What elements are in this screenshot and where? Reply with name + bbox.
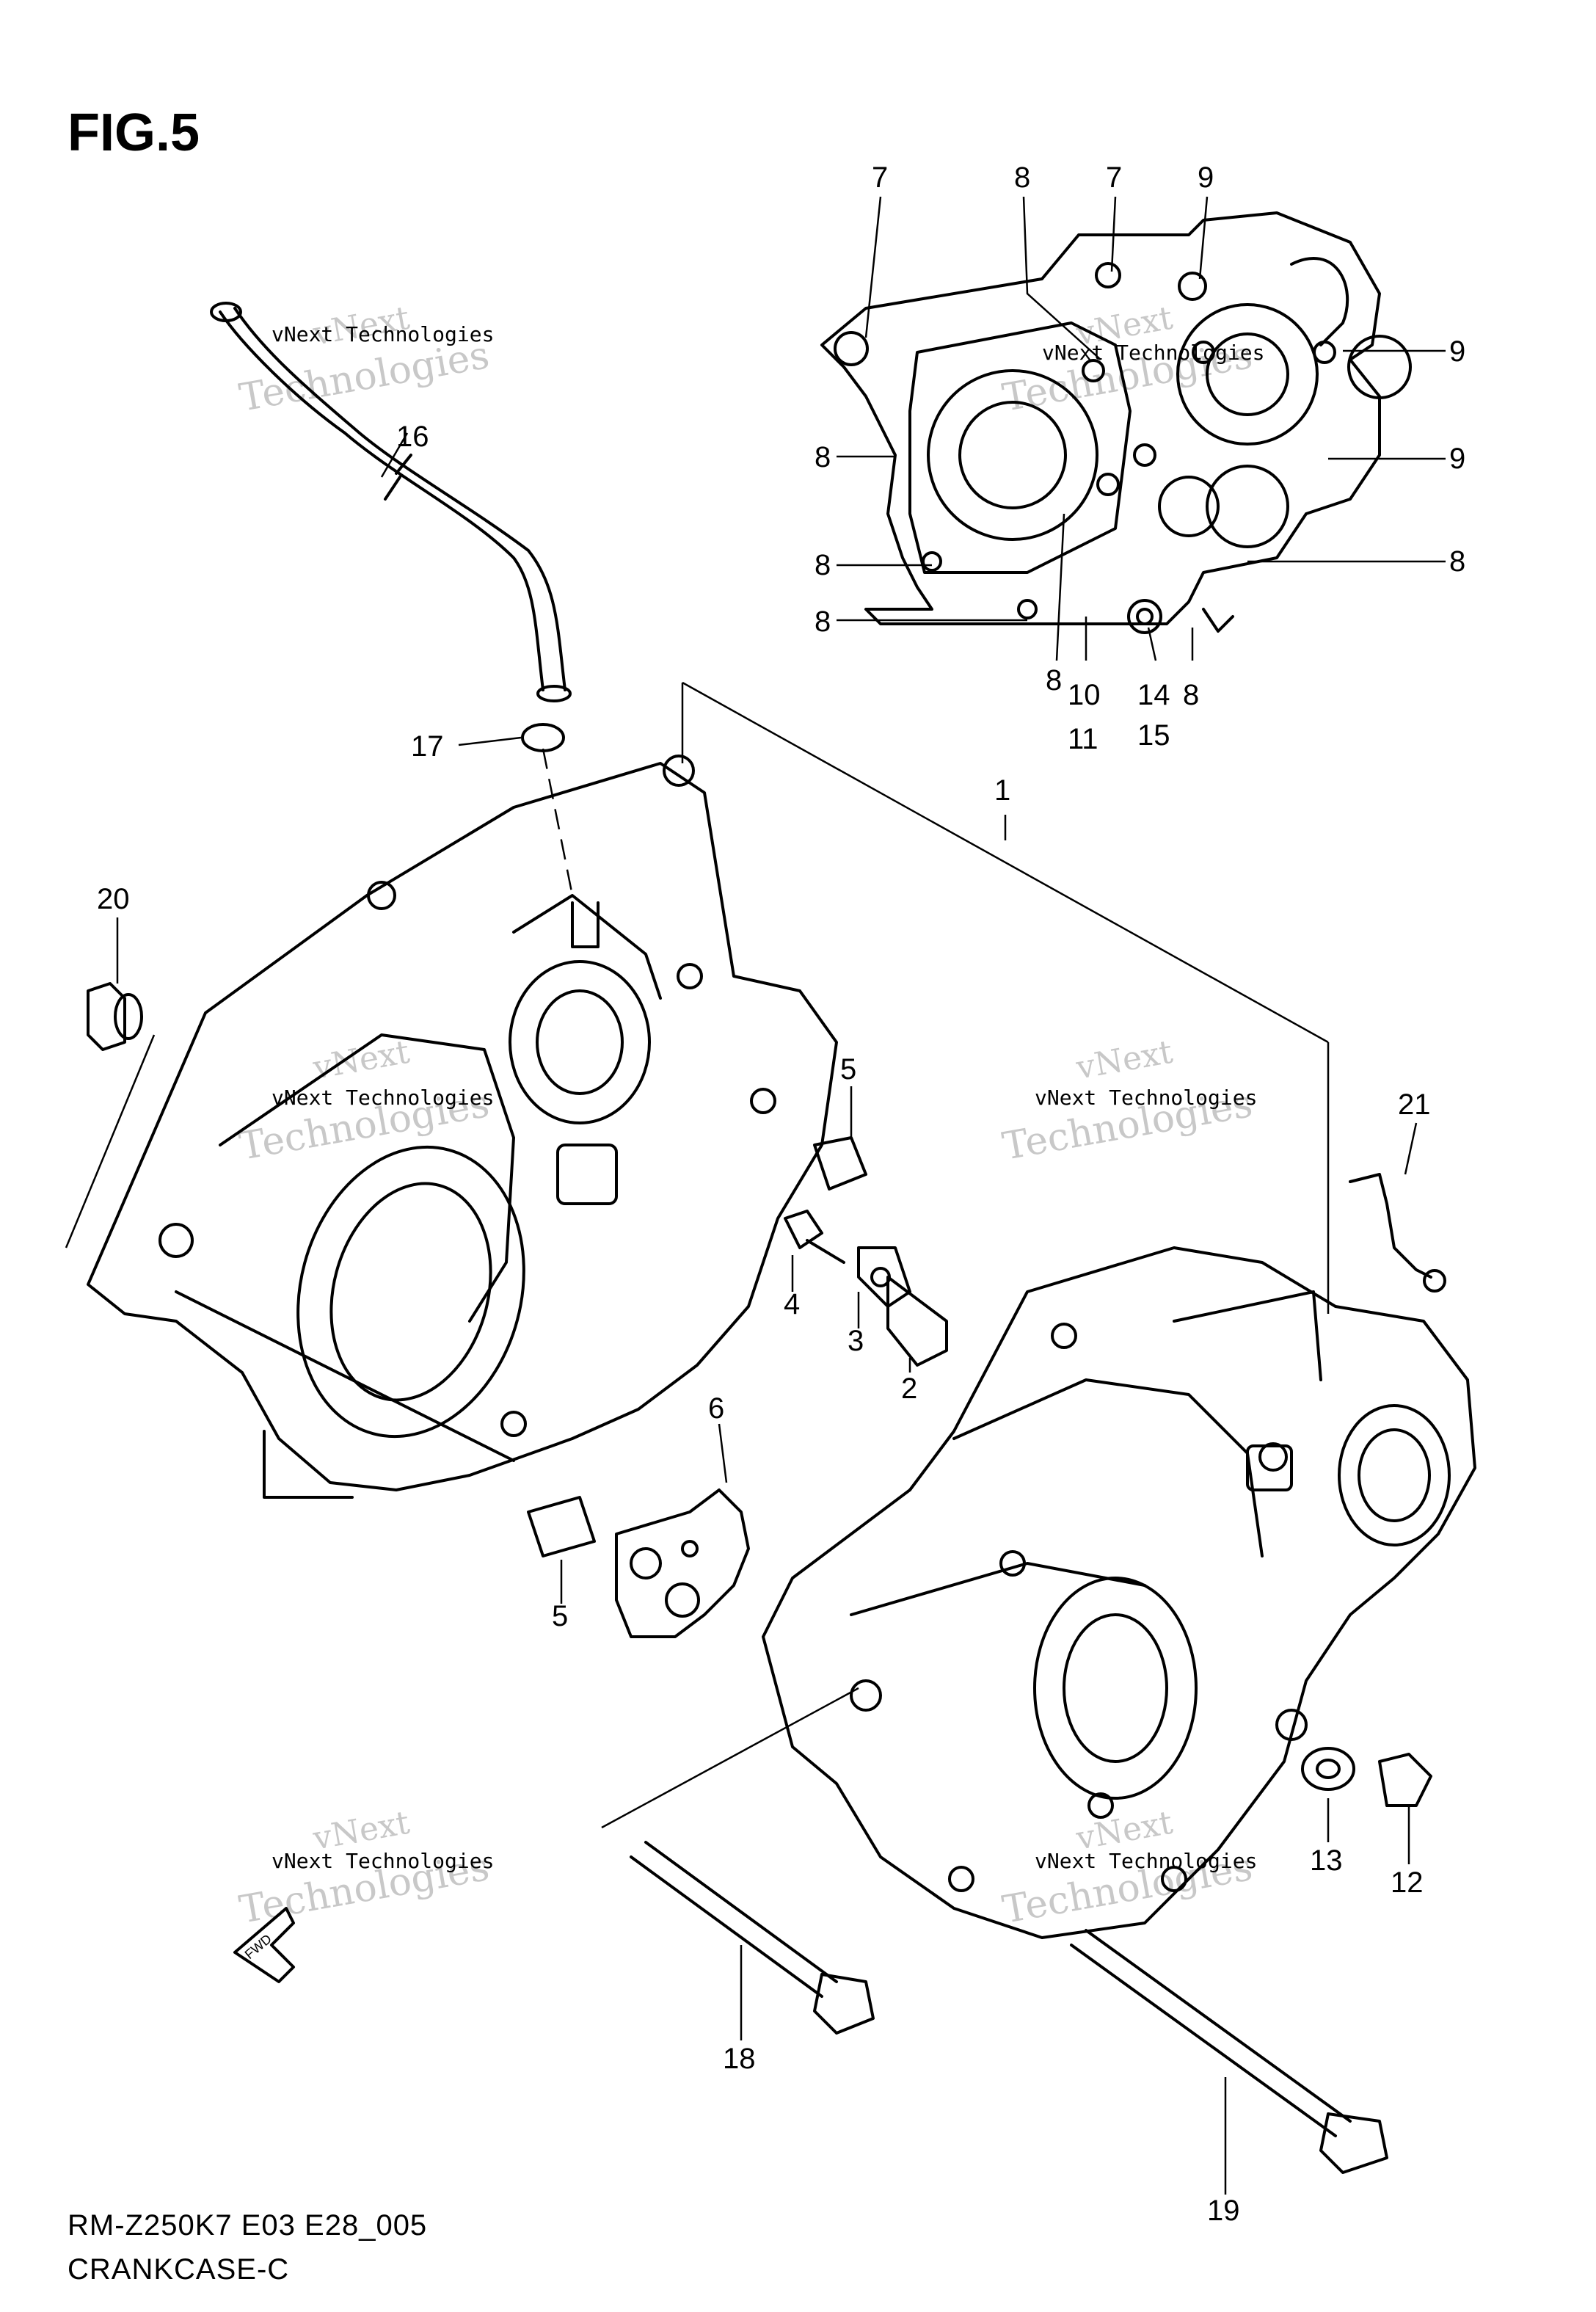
callout-9: 9 [1449,335,1465,368]
left-crankcase-half [87,755,838,1499]
bolt-part-19 [1085,1929,1352,2123]
bolt-19-head [1319,2112,1388,2174]
callout-4: 4 [784,1288,800,1320]
bolt-shank [806,1239,845,1264]
watermark-company: vNext Technologies [1042,341,1264,365]
nut-washer [114,993,143,1040]
fwd-label: FWD [242,1931,274,1962]
callout-13: 13 [1310,1844,1343,1877]
hose-cut [395,454,412,475]
leader-line [601,1687,859,1829]
callout-8: 8 [1183,679,1199,711]
hose-end [536,685,572,702]
bolt-part-18 [630,1855,823,1998]
callout-3: 3 [848,1325,864,1357]
callout-8: 8 [815,606,831,638]
callout-10: 10 [1068,679,1101,711]
callout-5: 5 [840,1053,856,1086]
callout-20: 20 [97,883,130,915]
callout-9: 9 [1449,443,1465,475]
right-crankcase-half [762,1246,1476,1939]
crankcase-gasket [615,1488,750,1638]
assembly-bracket-line [682,681,1329,1044]
watermark-group: vNext Technologies vNext Technologies vN… [236,299,1265,1933]
watermark-company: vNext Technologies [1035,1849,1257,1873]
watermark-line1: vNext [310,1033,412,1087]
gasket-hole [665,1582,700,1618]
leader-line [542,748,574,896]
callout-8: 8 [815,549,831,581]
washer-part-13 [1301,1747,1355,1791]
plate-part-3 [857,1246,911,1308]
bolt-part-4 [784,1210,823,1249]
model-code: RM-Z250K7 E03 E28_005 [68,2209,428,2242]
callout-12: 12 [1391,1866,1424,1899]
bolt-part-19 [1070,1944,1337,2137]
watermark-line1: vNext [1073,1033,1176,1087]
callout-8: 8 [1449,545,1465,578]
dowel-pin-upper [813,1136,867,1190]
breather-hose [233,307,566,691]
callout-labels: 7 8 7 9 9 8 9 8 8 8 8 10 11 14 15 8 16 1… [97,161,1465,2227]
bolt-part-12 [1378,1753,1432,1807]
breather-hose [219,310,544,691]
bolt-part-18 [644,1841,838,1983]
dowel-pin-lower [527,1496,596,1557]
callout-leaders [116,196,1446,2195]
callout-7: 7 [872,161,888,194]
callout-9: 9 [1198,161,1214,194]
breather-pipe [1349,1173,1432,1279]
callout-1: 1 [994,774,1010,807]
callout-7: 7 [1106,161,1122,194]
leader-line [65,1034,156,1248]
gasket-hole [630,1547,662,1579]
washer-hole [1316,1759,1341,1779]
callout-2: 2 [901,1373,917,1405]
callout-21: 21 [1398,1088,1431,1121]
hose-end [210,302,242,322]
callout-16: 16 [396,421,429,453]
callout-14: 14 [1137,679,1170,711]
bolt-18-head [813,1973,875,2035]
callout-19: 19 [1207,2195,1240,2227]
callout-8: 8 [1046,664,1062,697]
watermark-company: vNext Technologies [272,322,494,346]
inset-crankcase-view [820,211,1412,634]
pipe-end [1423,1269,1446,1293]
figure-title: FIG.5 [68,103,200,162]
diagram-name: CRANKCASE-C [68,2253,290,2286]
callout-11: 11 [1068,723,1098,755]
watermark-company: vNext Technologies [272,1086,494,1110]
gasket-hole [681,1540,699,1557]
watermark-company: vNext Technologies [272,1849,494,1873]
callout-15: 15 [1137,719,1170,752]
callout-17: 17 [411,730,444,763]
hose-clamp [521,723,565,752]
hose-cut [384,476,401,501]
callout-18: 18 [723,2043,756,2075]
callout-6: 6 [708,1392,724,1425]
watermark-company: vNext Technologies [1035,1086,1257,1110]
callout-8: 8 [1014,161,1030,194]
nut-part-20 [87,982,126,1051]
gasket-part-2 [886,1276,948,1367]
callout-5: 5 [552,1600,568,1632]
callout-8: 8 [815,441,831,473]
